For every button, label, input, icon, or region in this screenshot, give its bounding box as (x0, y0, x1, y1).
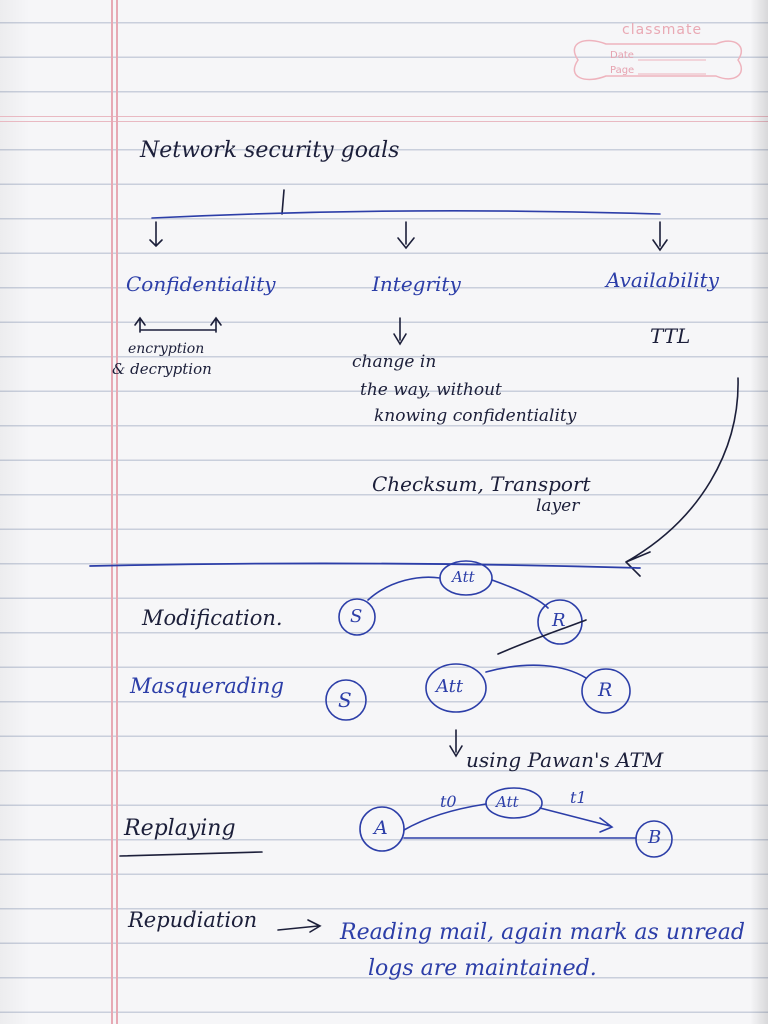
page-label: Page (610, 65, 635, 76)
availability-ttl: TTL (650, 324, 691, 348)
goal-confidentiality: Confidentiality (126, 272, 276, 296)
repudiation-text-line-1: Reading mail, again mark as unread (340, 920, 745, 945)
attack-modification-label: Modification. (142, 606, 283, 630)
encryption-note: encryption (128, 341, 205, 357)
modification-receiver: R (552, 610, 566, 631)
masquerading-note: using Pawan's ATM (466, 748, 664, 772)
masquerading-attacker: Att (436, 676, 464, 697)
integrity-note-line-1: change in (352, 352, 437, 372)
attack-replaying-label: Replaying (124, 816, 236, 841)
masquerading-sender: S (338, 688, 352, 712)
margin-line (111, 0, 113, 1024)
replaying-t1: t1 (570, 788, 587, 807)
integrity-note-line-3: knowing confidentiality (374, 406, 577, 426)
replaying-node-b: B (648, 827, 662, 848)
header-rule (0, 116, 768, 118)
margin-line-2 (116, 0, 118, 1024)
repudiation-text-line-2: logs are maintained. (368, 956, 597, 981)
attack-masquerading-label: Masquerading (130, 674, 284, 698)
integrity-tools-line-1: Checksum, Transport (372, 472, 591, 496)
page-title: Network security goals (140, 138, 400, 163)
replaying-attacker: Att (496, 793, 519, 811)
decryption-note: & decryption (112, 360, 212, 378)
goal-integrity: Integrity (372, 272, 461, 296)
replaying-node-a: A (374, 817, 388, 839)
attack-repudiation-label: Repudiation (128, 908, 258, 932)
modification-sender: S (350, 606, 363, 627)
goal-availability: Availability (606, 268, 719, 292)
masquerading-receiver: R (598, 679, 613, 701)
brand-stamp: classmate Date Page (566, 22, 744, 100)
page-edge-shadow (750, 0, 768, 1024)
stamp-frame-icon (573, 39, 743, 81)
replaying-t0: t0 (440, 792, 457, 811)
modification-attacker: Att (452, 568, 475, 586)
integrity-tools-line-2: layer (536, 496, 580, 516)
header-rule-2 (0, 121, 768, 123)
brand-logo: classmate (622, 22, 703, 38)
integrity-note-line-2: the way, without (360, 380, 502, 400)
date-label: Date (610, 50, 634, 61)
